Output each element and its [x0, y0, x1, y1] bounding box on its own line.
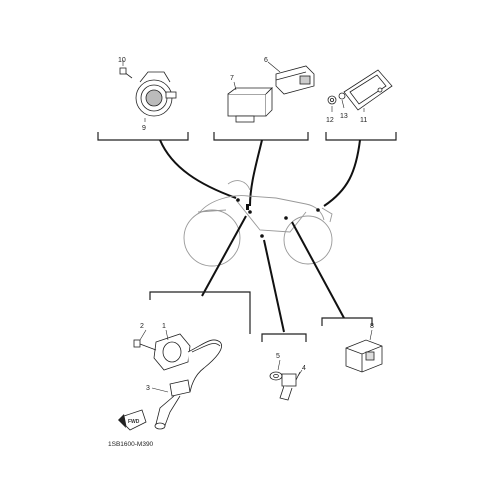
plate-part-11 — [343, 69, 393, 111]
sensor-part-4 — [279, 371, 301, 401]
callout-8: 8 — [370, 323, 374, 330]
bolt-part-2 — [133, 339, 157, 351]
ignition-coil-part-1 — [153, 333, 222, 393]
callout-13: 13 — [340, 113, 348, 120]
top-leader-lines — [159, 139, 361, 207]
plug-cap-part-3 — [154, 379, 191, 430]
bottom-brackets — [149, 291, 373, 342]
callout-4: 4 — [302, 365, 306, 372]
fwd-label: FWD — [128, 419, 140, 425]
drawing-code: 1SB1600-M390 — [108, 441, 154, 448]
callout-6: 6 — [264, 57, 268, 64]
callout-10: 10 — [118, 57, 126, 64]
sensor-callout-lines — [277, 359, 303, 377]
top-brackets — [97, 132, 397, 141]
horn-callout-lines — [122, 60, 146, 122]
callout-1: 1 — [162, 323, 166, 330]
relay-part-7 — [227, 87, 273, 123]
unit-part-8 — [345, 339, 383, 373]
callout-11: 11 — [360, 117, 367, 124]
motorcycle-outline — [183, 180, 333, 267]
coil-callout-lines — [139, 329, 169, 393]
callout-3: 3 — [146, 385, 150, 392]
bottom-leader-lines — [201, 215, 345, 333]
relay-part-6 — [275, 65, 315, 95]
plate-callout-lines — [331, 99, 365, 112]
location-markers — [236, 198, 320, 238]
horn-part-9 — [119, 67, 177, 117]
callout-5: 5 — [276, 353, 280, 360]
nut-washer-parts-12-13 — [327, 92, 346, 105]
callout-9: 9 — [142, 125, 146, 132]
callout-2: 2 — [140, 323, 144, 330]
washer-part-5 — [269, 371, 283, 381]
unit-callout-line — [369, 329, 373, 341]
callout-7: 7 — [230, 75, 234, 82]
callout-12: 12 — [326, 117, 334, 124]
fwd-arrow-icon: FWD — [118, 409, 147, 431]
relay-callout-lines — [233, 61, 281, 91]
